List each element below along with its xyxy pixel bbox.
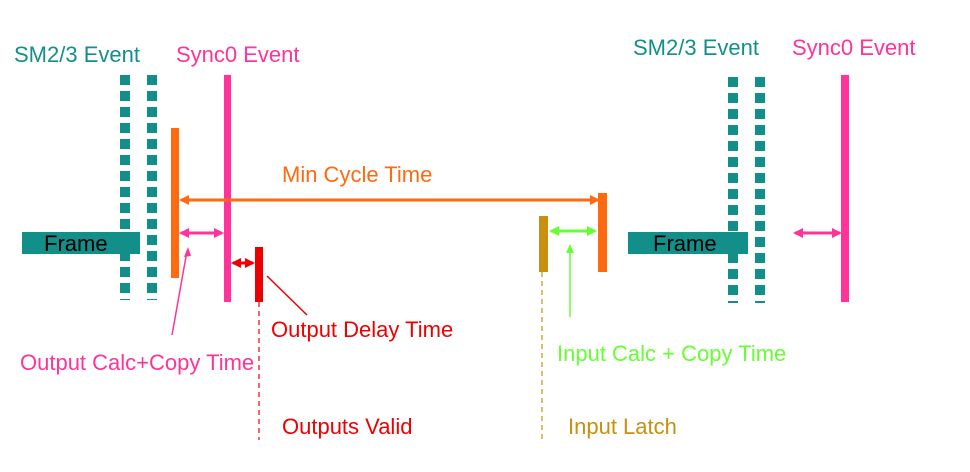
sync0-event-right-label: Sync0 Event — [792, 35, 916, 60]
frame-bar-right — [628, 232, 748, 254]
sync0-line-right — [841, 75, 849, 302]
min-cycle-end-bar — [598, 193, 607, 272]
min-cycle-start-bar — [171, 128, 179, 278]
frame-left-label: Frame — [44, 231, 108, 256]
output-delay-pointer — [266, 275, 308, 316]
input-calc-pointer-head — [566, 244, 574, 253]
output-delay-time-label: Output Delay Time — [271, 317, 453, 342]
frame-right-label: Frame — [653, 231, 717, 256]
output-delay-bar — [255, 247, 263, 302]
input-latch-bar — [539, 216, 548, 272]
input-latch-label: Input Latch — [568, 414, 677, 439]
outputs-valid-label: Outputs Valid — [282, 414, 412, 439]
min-cycle-time-label: Min Cycle Time — [282, 162, 432, 187]
sm-event-left-label: SM2/3 Event — [14, 42, 140, 67]
output-calc-pointer-head — [184, 247, 191, 257]
sync0-line-left — [224, 75, 231, 302]
input-calc-copy-label: Input Calc + Copy Time — [557, 341, 786, 366]
frame-bar-left — [22, 232, 140, 254]
sm-event-right-label: SM2/3 Event — [633, 35, 759, 60]
output-calc-copy-label: Output Calc+Copy Time — [20, 350, 254, 375]
sync0-event-left-label: Sync0 Event — [176, 42, 300, 67]
output-calc-pointer — [171, 250, 188, 336]
